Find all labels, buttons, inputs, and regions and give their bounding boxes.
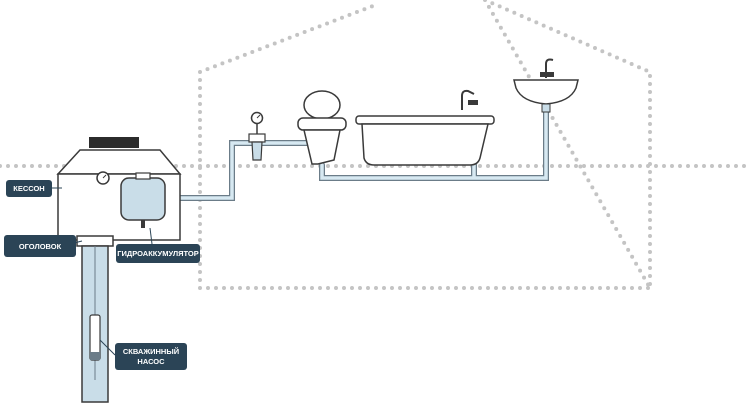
bathtub: [355, 89, 495, 166]
label-pump-line2: НАСОС: [137, 357, 165, 366]
label-wellhead: ОГОЛОВОК: [4, 235, 83, 257]
house-outline: [198, 0, 652, 296]
label-caisson-text: КЕССОН: [13, 184, 44, 193]
hydroaccumulator-tank: [120, 172, 166, 228]
label-pump-line1: СКВАЖИННЫЙ: [123, 347, 179, 356]
pressure-gauge-house: [250, 111, 264, 140]
label-borehole-pump: СКВАЖИННЫЙ НАСОС: [99, 339, 187, 370]
label-accumulator-text: ГИДРОАККУМУЛЯТОР: [117, 249, 198, 258]
sink: [513, 58, 579, 113]
toilet: [297, 90, 347, 165]
label-caisson: КЕССОН: [6, 180, 62, 197]
label-accumulator: ГИДРОАККУМУЛЯТОР: [116, 227, 200, 263]
label-wellhead-text: ОГОЛОВОК: [19, 242, 62, 251]
borehole-pump: [89, 314, 101, 361]
water-filter: [248, 133, 266, 161]
pressure-gauge-caisson: [96, 171, 110, 185]
